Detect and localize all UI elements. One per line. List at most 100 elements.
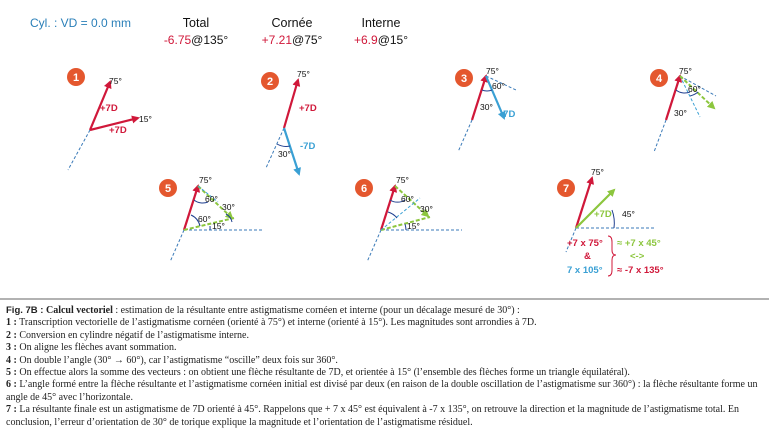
cornea-vector [470, 74, 488, 121]
label-plus7d-internal: +7D [109, 125, 127, 136]
angle-arc [689, 91, 699, 97]
label-60: 60° [492, 81, 505, 91]
step-number-6: 6 [361, 183, 367, 195]
step-number-2: 2 [267, 76, 273, 88]
label-60: 60° [401, 194, 414, 204]
step-number-1: 1 [73, 72, 79, 84]
cornea-vector [282, 78, 301, 129]
caption-item-3: 3 : On aligne les flèches avant sommatio… [6, 342, 177, 354]
step-badge-5 [159, 179, 177, 197]
dashed-axis [169, 229, 185, 263]
resultant-vector [183, 217, 235, 231]
label-75: 75° [199, 175, 212, 185]
resultant-vector [380, 216, 431, 231]
panel-5: 5 75° 60° 30° 60° 15° [159, 175, 262, 263]
eq-right-1: ≈ +7 x 45° [617, 238, 661, 249]
caption-item-6: 6 : L’angle formé entre la flèche résult… [6, 379, 758, 403]
cornea-value: +7.21@75° [262, 33, 323, 47]
panel-2: 2 75° +7D -7D 30° [261, 69, 317, 176]
dashed-axis [67, 129, 91, 171]
equivalence-equation: +7 x 75° & 7 x 105° ≈ +7 x 45° <-> ≈ -7 … [567, 235, 664, 277]
step-badge-7 [557, 179, 575, 197]
label-60-lower: 60° [198, 214, 211, 224]
fig-text: : estimation de la résultante entre asti… [112, 305, 520, 316]
label-30: 30° [420, 204, 433, 214]
label-75: 75° [109, 76, 122, 86]
rotated-vector [197, 185, 234, 220]
caption-item-2: 2 : Conversion en cylindre négatif de l’… [6, 329, 249, 341]
dashed-axis [457, 119, 473, 153]
angle-arc [481, 89, 493, 92]
angle-arc [404, 223, 407, 231]
angle-arc [387, 211, 398, 219]
dashed-bisector [380, 197, 421, 231]
dashed-guide [197, 185, 219, 203]
label-minus7d: -7D [300, 141, 315, 152]
final-resultant-vector [575, 188, 616, 229]
label-15: 15° [407, 221, 420, 231]
panel-7: 7 75° +7D 45° +7 x 75° & 7 x 105° ≈ +7 x… [557, 167, 664, 277]
total-value: -6.75@135° [164, 33, 229, 47]
dashed-axis [565, 227, 577, 253]
eq-right-2: ≈ -7 x 135° [617, 265, 664, 276]
dashed-axis [366, 229, 382, 263]
label-75: 75° [396, 175, 409, 185]
step-number-3: 3 [461, 73, 467, 85]
panel-6: 6 75° 60° 30° 15° [355, 175, 462, 263]
cornea-vector [88, 80, 112, 131]
vector-diagram: Cyl. : VD = 0.0 mm Total Cornée Interne … [0, 16, 769, 300]
angle-arc [190, 214, 201, 227]
dashed-axis [653, 119, 667, 153]
caption-item-1: 1 : Transcription vectorielle de l’astig… [6, 317, 537, 329]
dashed-guide [679, 75, 717, 97]
caption-heading: Fig. 7B : Calcul vectoriel : estimation … [6, 305, 764, 317]
eq-left-2: 7 x 105° [567, 265, 603, 276]
label-75: 75° [679, 66, 692, 76]
step-number-4: 4 [656, 73, 663, 85]
caption-item-7: 7 : La résultante finale est un astigmat… [6, 404, 740, 428]
negative-internal-vector [484, 75, 506, 120]
panel-4: 4 75° 60° 30° [650, 66, 717, 153]
dashed-axis [265, 127, 285, 169]
eq-ampersand: & [584, 251, 591, 262]
cornea-vector [379, 184, 397, 231]
internal-title: Interne [362, 16, 401, 30]
cornea-title: Cornée [272, 16, 313, 30]
cyl-label: Cyl. : VD = 0.0 mm [30, 16, 131, 30]
caption-item-4: 4 : On double l’angle (30° → 60°), car l… [6, 354, 338, 366]
label-75: 75° [591, 167, 604, 177]
label-plus7d: +7D [594, 209, 612, 220]
label-60: 60° [205, 194, 218, 204]
label-minus7d: -7D [500, 109, 515, 120]
fig-label: Fig. 7B : [6, 305, 44, 316]
label-30: 30° [222, 202, 235, 212]
panel-3: 3 75° 60° 30° -7D [455, 66, 517, 153]
step-badge-3 [455, 69, 473, 87]
eq-left-1: +7 x 75° [567, 238, 603, 249]
label-plus7d: +7D [299, 103, 317, 114]
dashed-guide [485, 75, 517, 91]
step-number-5: 5 [165, 183, 171, 195]
cornea-vector [664, 74, 682, 121]
angle-arc [193, 199, 209, 204]
step-badge-6 [355, 179, 373, 197]
dashed-guide [679, 75, 701, 118]
label-30: 30° [278, 149, 291, 159]
panel-1: 1 75° 15° +7D +7D [67, 68, 152, 171]
label-plus7d-cornea: +7D [100, 103, 118, 114]
label-60: 60° [688, 84, 701, 94]
step-badge-2 [261, 72, 279, 90]
label-45: 45° [622, 209, 635, 219]
angle-arc [225, 213, 233, 223]
angle-arc [611, 209, 615, 229]
angle-arc [675, 89, 691, 94]
internal-vector [89, 115, 140, 132]
fig-title: Calcul vectoriel [45, 305, 113, 316]
label-30: 30° [480, 102, 493, 112]
figure-caption: Fig. 7B : Calcul vectoriel : estimation … [6, 305, 764, 429]
rotated-vector [394, 185, 430, 218]
step-badge-1 [67, 68, 85, 86]
rotated-vector [679, 75, 716, 110]
cornea-vector [182, 184, 200, 231]
